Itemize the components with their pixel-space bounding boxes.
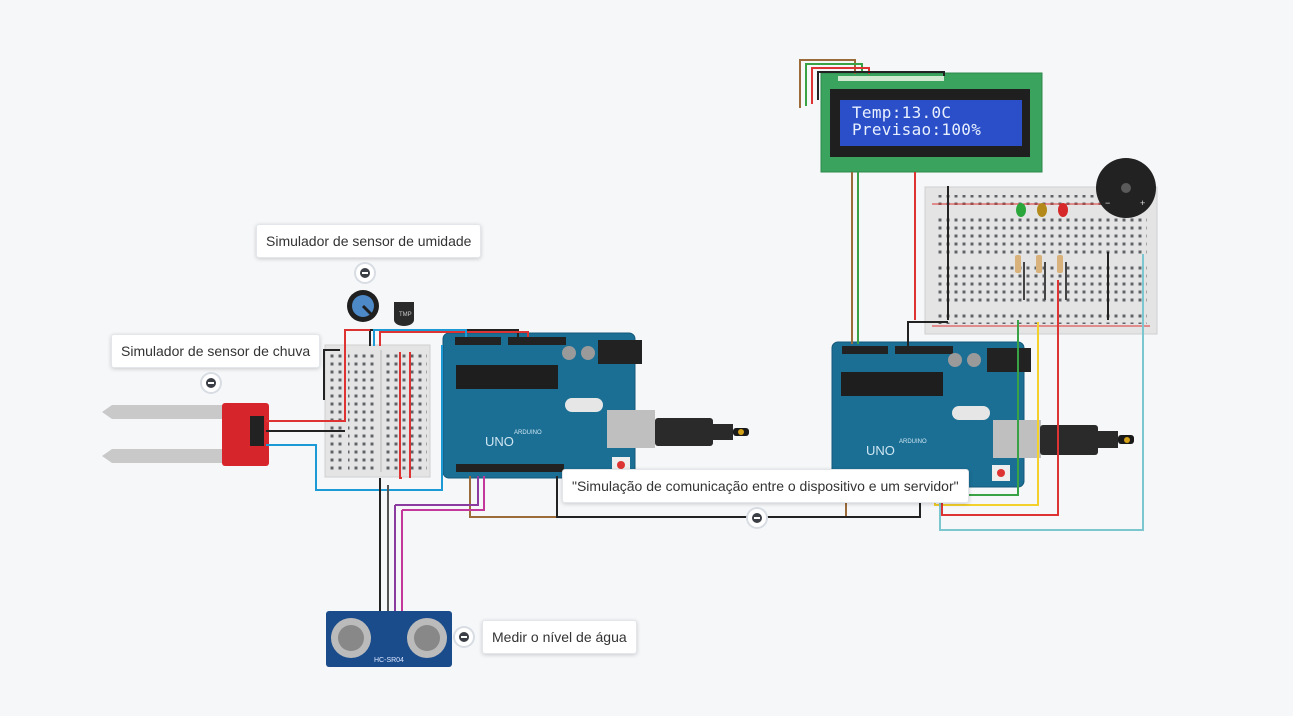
note-rain-sensor[interactable]: Simulador de sensor de chuva — [111, 334, 321, 368]
led-green[interactable] — [1016, 203, 1026, 217]
buzzer-plus-label: + — [1140, 198, 1145, 208]
lcd-text: Temp:13.0C Previsao:100% — [852, 104, 1022, 138]
note-pin-water-level[interactable] — [455, 628, 473, 646]
arduino-right-brand: ARDUINO — [899, 439, 927, 445]
note-pin-humidity[interactable] — [356, 264, 374, 282]
arduino-uno-left[interactable]: UNO ARDUINO — [442, 332, 655, 479]
note-humidity-sensor[interactable]: Simulador de sensor de umidade — [256, 224, 482, 258]
usb-cable-right — [1040, 425, 1134, 455]
led-red[interactable] — [1058, 203, 1068, 217]
potentiometer[interactable] — [347, 290, 379, 322]
note-water-level[interactable]: Medir o nível de água — [482, 620, 637, 654]
rain-sensor-module[interactable] — [222, 403, 269, 466]
ultrasonic-label: HC-SR04 — [374, 657, 404, 664]
lcd-line-1: Temp:13.0C — [852, 103, 952, 122]
tmp36-sensor[interactable]: TMP — [394, 302, 414, 326]
arduino-uno-right[interactable]: UNO ARDUINO — [831, 341, 1041, 488]
note-communication[interactable]: "Simulação de comunicação entre o dispos… — [562, 469, 969, 503]
lcd-display[interactable] — [820, 72, 1043, 173]
note-pin-communication[interactable] — [748, 509, 766, 527]
arduino-left-brand: ARDUINO — [514, 430, 542, 436]
rain-sensor-probes[interactable] — [102, 405, 222, 463]
arduino-left-uno-label: UNO — [485, 434, 514, 449]
tmp-label: TMP — [399, 312, 412, 318]
resistors[interactable] — [1015, 255, 1063, 273]
lcd-line-2: Previsao:100% — [852, 120, 982, 139]
led-yellow[interactable] — [1037, 203, 1047, 217]
ultrasonic-sensor-hc-sr04[interactable]: HC-SR04 — [326, 611, 452, 667]
arduino-right-uno-label: UNO — [866, 443, 895, 458]
note-pin-rain[interactable] — [202, 374, 220, 392]
breadboard-left[interactable] — [324, 344, 431, 478]
usb-cable-left — [655, 418, 749, 446]
piezo-buzzer[interactable]: − + — [1096, 158, 1156, 218]
buzzer-minus-label: − — [1105, 198, 1110, 208]
